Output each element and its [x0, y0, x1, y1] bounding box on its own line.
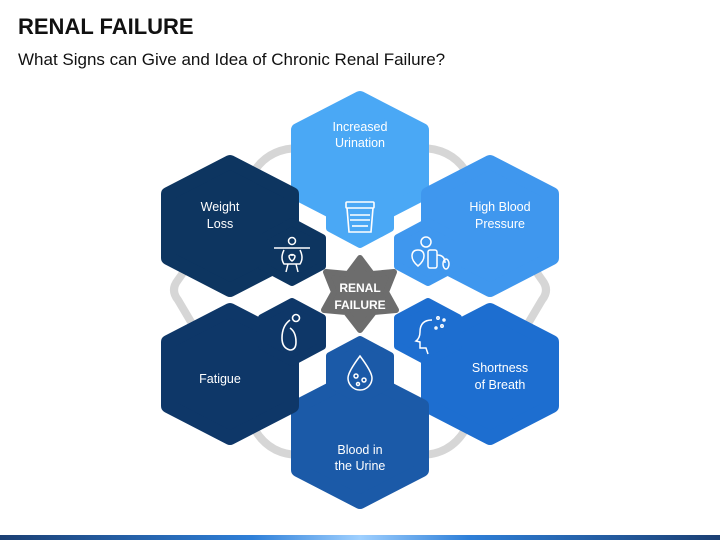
label-high-blood-pressure-line2: Pressure: [475, 217, 525, 231]
center-star-shape: [321, 255, 399, 333]
icon-hex-increased-urination: [326, 180, 394, 248]
blood-pressure-monitor-icon: [411, 236, 450, 270]
blood-drop-icon: [347, 354, 373, 391]
icon-hex-shortness-of-breath: [394, 298, 462, 366]
urine-container-icon: [345, 201, 375, 233]
center-label-line2: FAILURE: [334, 298, 385, 312]
page-title: RENAL FAILURE: [18, 14, 194, 39]
fatigued-person-icon: [281, 313, 301, 351]
icon-hex-blood-in-urine: [326, 336, 394, 404]
label-blood-in-urine-line1: Blood in: [337, 443, 382, 457]
center-renal-failure: RENAL FAILURE: [321, 255, 399, 333]
weight-loss-body-icon: [274, 236, 310, 273]
label-increased-urination-line1: Increased: [333, 120, 388, 134]
icon-hex-fatigue: [258, 298, 326, 366]
label-shortness-of-breath-line1: Shortness: [472, 361, 528, 375]
icon-hex-high-blood-pressure: [394, 218, 462, 286]
label-shortness-of-breath-line2: of Breath: [475, 378, 526, 392]
label-high-blood-pressure-line1: High Blood: [469, 200, 530, 214]
footer-accent-bar: [0, 535, 720, 540]
center-label-line1: RENAL: [339, 281, 380, 295]
breathing-face-icon: [414, 316, 446, 355]
label-blood-in-urine-line2: the Urine: [335, 459, 386, 473]
label-increased-urination-line2: Urination: [335, 136, 385, 150]
label-weight-loss-line1: Weight: [201, 200, 240, 214]
page-subtitle: What Signs can Give and Idea of Chronic …: [18, 50, 446, 69]
icon-hex-weight-loss: [258, 218, 326, 286]
label-fatigue-line1: Fatigue: [199, 372, 241, 386]
label-weight-loss-line2: Loss: [207, 217, 233, 231]
